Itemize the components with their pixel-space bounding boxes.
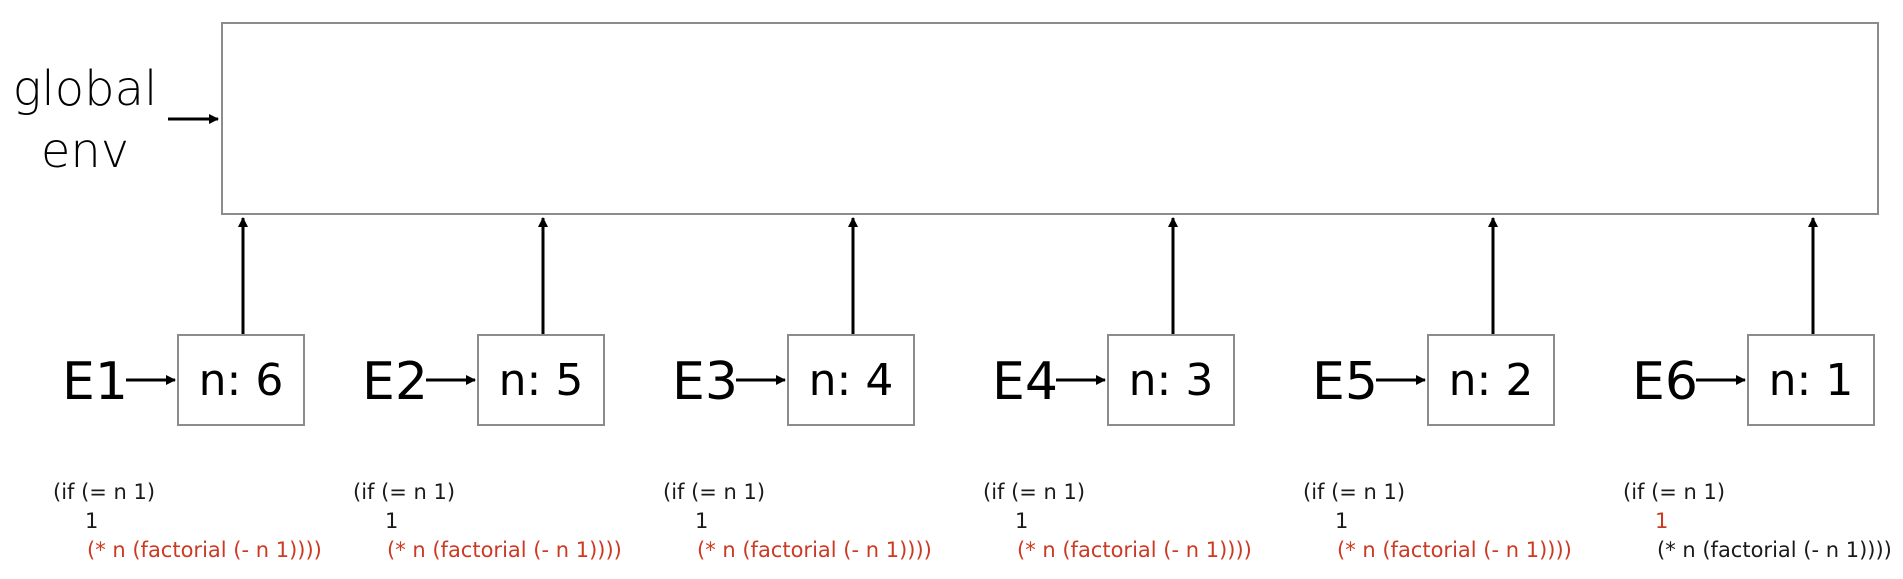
env-label-e5: E5 <box>1312 352 1378 412</box>
frame-binding: n: 4 <box>808 354 894 406</box>
code-line: (* n (factorial (- n 1)))) <box>387 538 622 562</box>
code-block-e4: (if (= n 1) 1 (* n (factorial (- n 1)))) <box>983 478 1252 565</box>
code-line: (* n (factorial (- n 1)))) <box>1337 538 1572 562</box>
code-line: (* n (factorial (- n 1)))) <box>1017 538 1252 562</box>
code-block-e3: (if (= n 1) 1 (* n (factorial (- n 1)))) <box>663 478 932 565</box>
env-label-e6: E6 <box>1632 352 1698 412</box>
env-label-e2: E2 <box>362 352 428 412</box>
frame-box-e2: n: 5 <box>477 334 605 426</box>
code-line: (if (= n 1) <box>663 480 766 504</box>
code-line: 1 <box>695 509 709 533</box>
code-line: (if (= n 1) <box>53 480 156 504</box>
env-label-e3: E3 <box>672 352 738 412</box>
global-env-label-line1: global <box>12 61 158 117</box>
global-env-label: global env <box>0 58 170 182</box>
frame-binding: n: 3 <box>1128 354 1214 406</box>
frame-box-e4: n: 3 <box>1107 334 1235 426</box>
frame-box-e1: n: 6 <box>177 334 305 426</box>
code-line: 1 <box>385 509 399 533</box>
code-line: (if (= n 1) <box>1623 480 1726 504</box>
code-line: 1 <box>1335 509 1349 533</box>
code-line: 1 <box>1655 509 1669 533</box>
code-line: (* n (factorial (- n 1)))) <box>697 538 932 562</box>
global-env-box <box>221 22 1879 215</box>
frame-binding: n: 6 <box>198 354 284 406</box>
code-line: (* n (factorial (- n 1)))) <box>87 538 322 562</box>
code-line: (if (= n 1) <box>1303 480 1406 504</box>
code-line: (if (= n 1) <box>983 480 1086 504</box>
code-line: 1 <box>1015 509 1029 533</box>
global-env-label-line2: env <box>40 123 130 179</box>
code-line: 1 <box>85 509 99 533</box>
frame-box-e5: n: 2 <box>1427 334 1555 426</box>
frame-binding: n: 1 <box>1768 354 1854 406</box>
code-line: (if (= n 1) <box>353 480 456 504</box>
frame-binding: n: 5 <box>498 354 584 406</box>
code-line: (* n (factorial (- n 1)))) <box>1657 538 1892 562</box>
frame-box-e3: n: 4 <box>787 334 915 426</box>
code-block-e6: (if (= n 1) 1 (* n (factorial (- n 1)))) <box>1623 478 1892 565</box>
env-label-e4: E4 <box>992 352 1058 412</box>
code-block-e1: (if (= n 1) 1 (* n (factorial (- n 1)))) <box>53 478 322 565</box>
env-label-e1: E1 <box>62 352 128 412</box>
code-block-e5: (if (= n 1) 1 (* n (factorial (- n 1)))) <box>1303 478 1572 565</box>
code-block-e2: (if (= n 1) 1 (* n (factorial (- n 1)))) <box>353 478 622 565</box>
frame-box-e6: n: 1 <box>1747 334 1875 426</box>
frame-binding: n: 2 <box>1448 354 1534 406</box>
